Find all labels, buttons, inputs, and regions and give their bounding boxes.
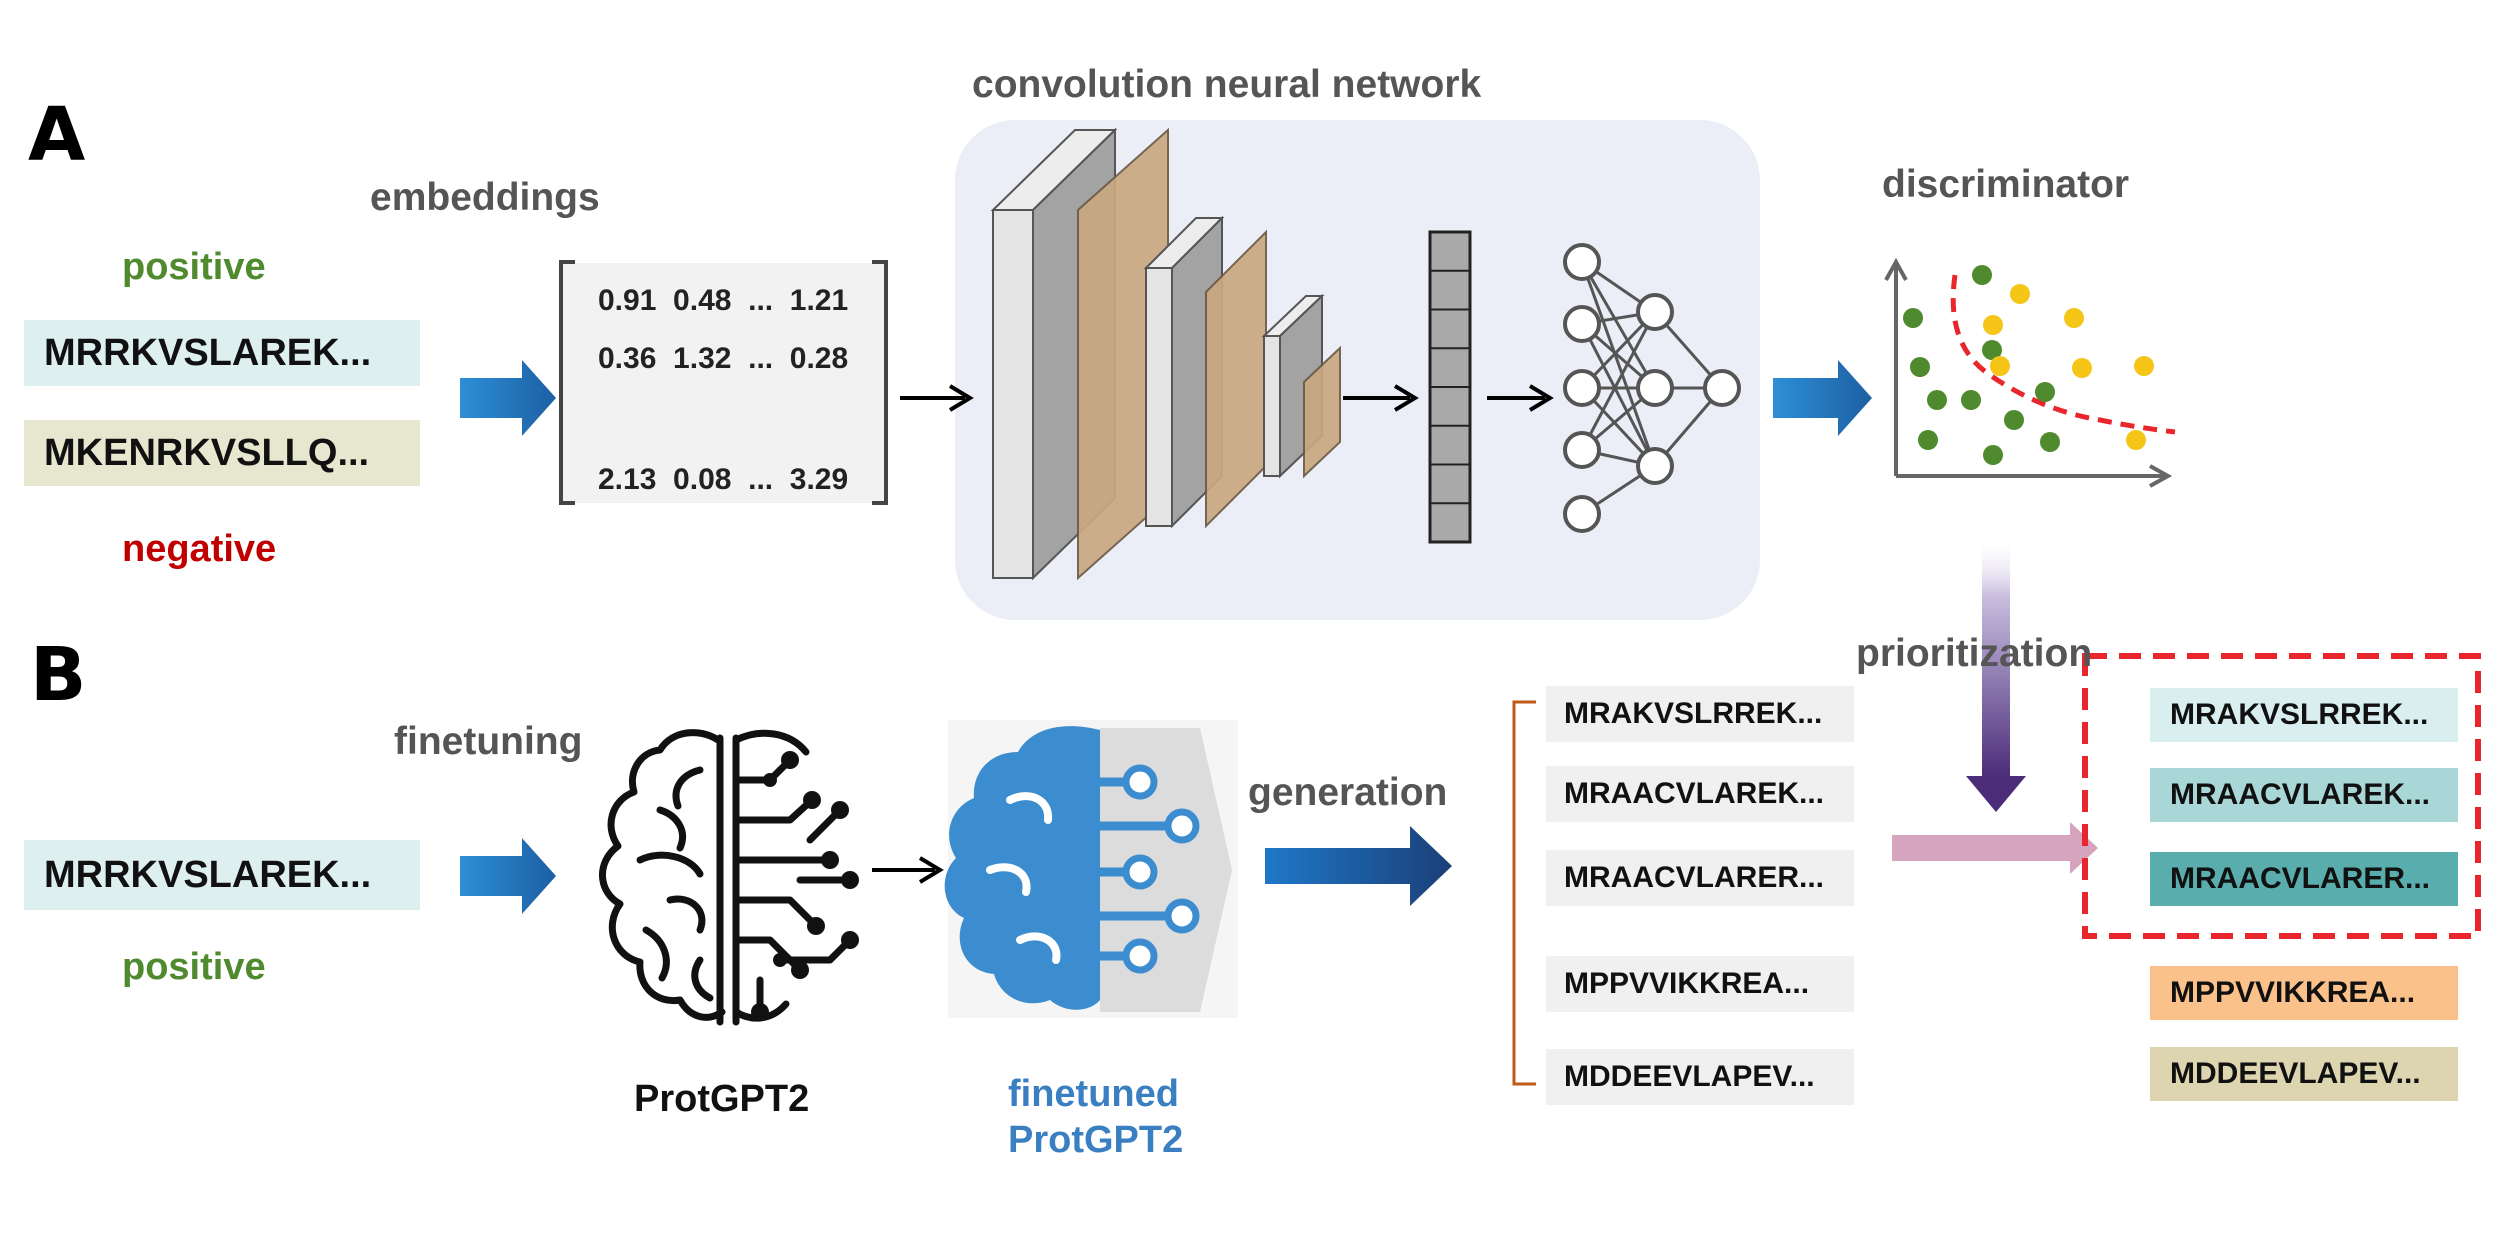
brain-circuit-icon	[599, 729, 854, 1026]
matrix-row-3: 2.13 0.08 ... 3.29	[598, 463, 849, 496]
prioritization-label: prioritization	[1856, 632, 2093, 675]
panel-label-b: B	[30, 632, 87, 718]
arrow-cnn-to-flatten	[1343, 384, 1419, 412]
positive-sequence: MRRKVSLAREK...	[24, 320, 420, 386]
arrow-embeddings-to-cnn	[900, 384, 974, 412]
discriminator-label: discriminator	[1882, 163, 2130, 206]
prioritized-sequence-3: MRAACVLARER...	[2150, 852, 2458, 906]
prioritized-sequence-2: MRAACVLAREK...	[2150, 768, 2458, 822]
prioritization-arrow	[1966, 536, 2026, 812]
fully-connected-network	[1563, 243, 1741, 533]
cnn-label: convolution neural network	[972, 63, 1482, 106]
prioritized-sequence-5: MDDEEVLAPEV...	[2150, 1047, 2458, 1101]
generated-bracket	[1512, 700, 1536, 1086]
positive-label: positive	[122, 246, 266, 288]
arrow-input-to-protgpt2	[460, 838, 556, 914]
matrix-row-1: 0.91 0.48 ... 1.21	[598, 284, 849, 317]
panel-label-a: A	[28, 92, 86, 178]
finetuned-brain-icon	[944, 720, 1238, 1018]
finetuned-protgpt2-label: finetuned ProtGPT2	[1008, 1072, 1183, 1163]
finetuning-label: finetuning	[394, 720, 583, 763]
arrow-flatten-to-mlp	[1487, 384, 1554, 412]
prioritized-sequence-1: MRAKVSLRREK...	[2150, 688, 2458, 742]
arrow-sequences-to-embeddings	[460, 360, 556, 436]
embeddings-label: embeddings	[370, 176, 600, 219]
arrow-to-prioritized	[1892, 822, 2098, 874]
matrix-row-2: 0.36 1.32 ... 0.28	[598, 342, 849, 375]
brain-circuit-nodes	[751, 751, 859, 1021]
finetuned-label-line1: finetuned	[1008, 1073, 1179, 1115]
generated-sequence-4: MPPVVIKKREA...	[1546, 956, 1854, 1012]
embedding-matrix	[559, 260, 888, 505]
generated-sequence-3: MRAACVLARER...	[1546, 850, 1854, 906]
cnn-layers	[990, 127, 1341, 581]
input-positive-label: positive	[122, 946, 266, 988]
prioritized-sequence-4: MPPVVIKKREA...	[2150, 966, 2458, 1020]
flatten-vector	[1428, 230, 1472, 544]
input-sequence: MRRKVSLAREK...	[24, 840, 420, 910]
selected-candidates-box	[2082, 653, 2481, 939]
negative-label: negative	[122, 528, 277, 570]
generated-sequence-2: MRAACVLAREK...	[1546, 766, 1854, 822]
generation-label: generation	[1248, 771, 1448, 814]
protgpt2-label: ProtGPT2	[634, 1078, 810, 1120]
finetuned-label-line2: ProtGPT2	[1008, 1118, 1184, 1161]
arrow-generation	[1265, 826, 1452, 906]
arrow-cnn-to-discriminator	[1773, 360, 1872, 436]
generated-sequence-5: MDDEEVLAPEV...	[1546, 1049, 1854, 1105]
generated-sequence-1: MRAKVSLRREK...	[1546, 686, 1854, 742]
negative-sequence: MKENRKVSLLQ...	[24, 420, 420, 486]
arrow-protgpt2-to-finetuned	[872, 856, 944, 884]
discriminator-plot	[1884, 257, 2176, 488]
